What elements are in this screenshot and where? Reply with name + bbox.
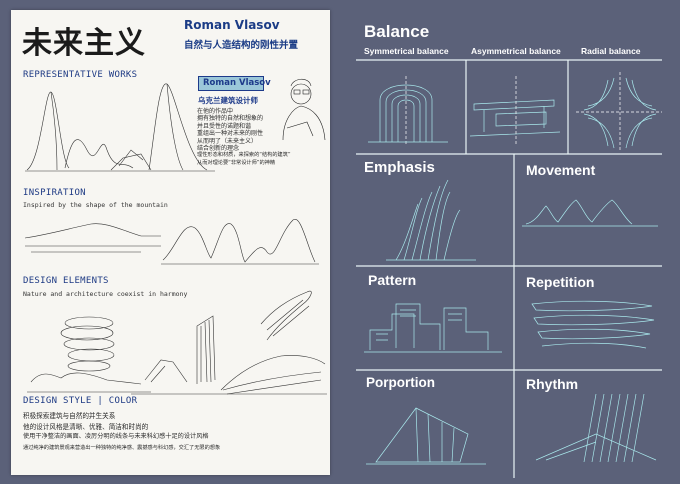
section-inspiration-heading: INSPIRATION [23, 188, 86, 198]
bio-line: 拥有独特的自然和想象的 [197, 115, 264, 123]
poster-title: 未来主义 [22, 26, 146, 61]
balance-heading: Balance [364, 22, 430, 41]
bio-text: 在他的作品中 拥有独特的自然和想象的 并且受性的诺题和谐 重组出一种对未来的刚性… [197, 108, 295, 167]
poster-panel: 未来主义 Roman Vlasov 自然与人造结构的刚性并置 REPRESENT… [11, 10, 330, 475]
bio-line: 理性形态和材质，来探索的“结构的建筑” [197, 152, 291, 159]
emphasis-heading: Emphasis [364, 159, 435, 176]
rhythm-heading: Rhythm [526, 376, 579, 392]
label-asymmetrical: Asymmetrical balance [471, 46, 561, 56]
proportion-heading: Porportion [366, 375, 435, 390]
bio-line: 从而明了（未来主义） [197, 137, 258, 145]
bio-name-tag: Roman Vlasov [198, 76, 271, 91]
style-text: 积极探索建筑与自然的并生关系 他的设计风格是清晰、优雅、简洁和时尚的 使用干净整… [23, 411, 323, 453]
section-elements-sub: Nature and architecture coexist in harmo… [23, 290, 188, 298]
bio-line: 从而对理论要“非常设计师”的神精 [197, 159, 276, 166]
section-style-heading: DESIGN STYLE | COLOR [23, 396, 138, 406]
bio-line: 结合创新的理念 [197, 145, 240, 153]
section-works-heading: REPRESENTATIVE WORKS [23, 70, 138, 80]
board-grid [356, 59, 662, 478]
style-line: 使用干净整洁的画面、凌厉分明的线条与未来科幻感十足的设计风格 [23, 433, 209, 440]
bio-line: 重组出一种对未来的刚性 [197, 130, 264, 138]
poster-subtitle: 自然与人造结构的刚性并置 [184, 40, 299, 51]
style-line: 他的设计风格是清晰、优雅、简洁和时尚的 [23, 422, 149, 431]
movement-heading: Movement [526, 162, 596, 178]
section-inspiration-sub: Inspired by the shape of the mountain [23, 201, 168, 209]
principles-board: Balance Symmetrical balance Asymmetrical… [356, 14, 662, 478]
style-line: 通过纯净的建筑景观来营造出一种独特的纯净感、震撼感与科幻感，交汇了无限的想象 [23, 444, 221, 451]
section-elements-heading: DESIGN ELEMENTS [23, 276, 109, 286]
label-radial: Radial balance [581, 46, 641, 56]
repetition-heading: Repetition [526, 274, 595, 290]
bio-line: 并且受性的诺题和谐 [197, 122, 252, 130]
label-symmetrical: Symmetrical balance [364, 46, 449, 56]
bio-line: 在他的作品中 [197, 108, 234, 115]
poster-sketches [24, 78, 327, 395]
style-line: 积极探索建筑与自然的并生关系 [23, 412, 116, 420]
bio-role: 乌克兰建筑设计师 [198, 96, 258, 105]
poster-name-header: Roman Vlasov [184, 18, 280, 32]
pattern-heading: Pattern [368, 272, 417, 288]
